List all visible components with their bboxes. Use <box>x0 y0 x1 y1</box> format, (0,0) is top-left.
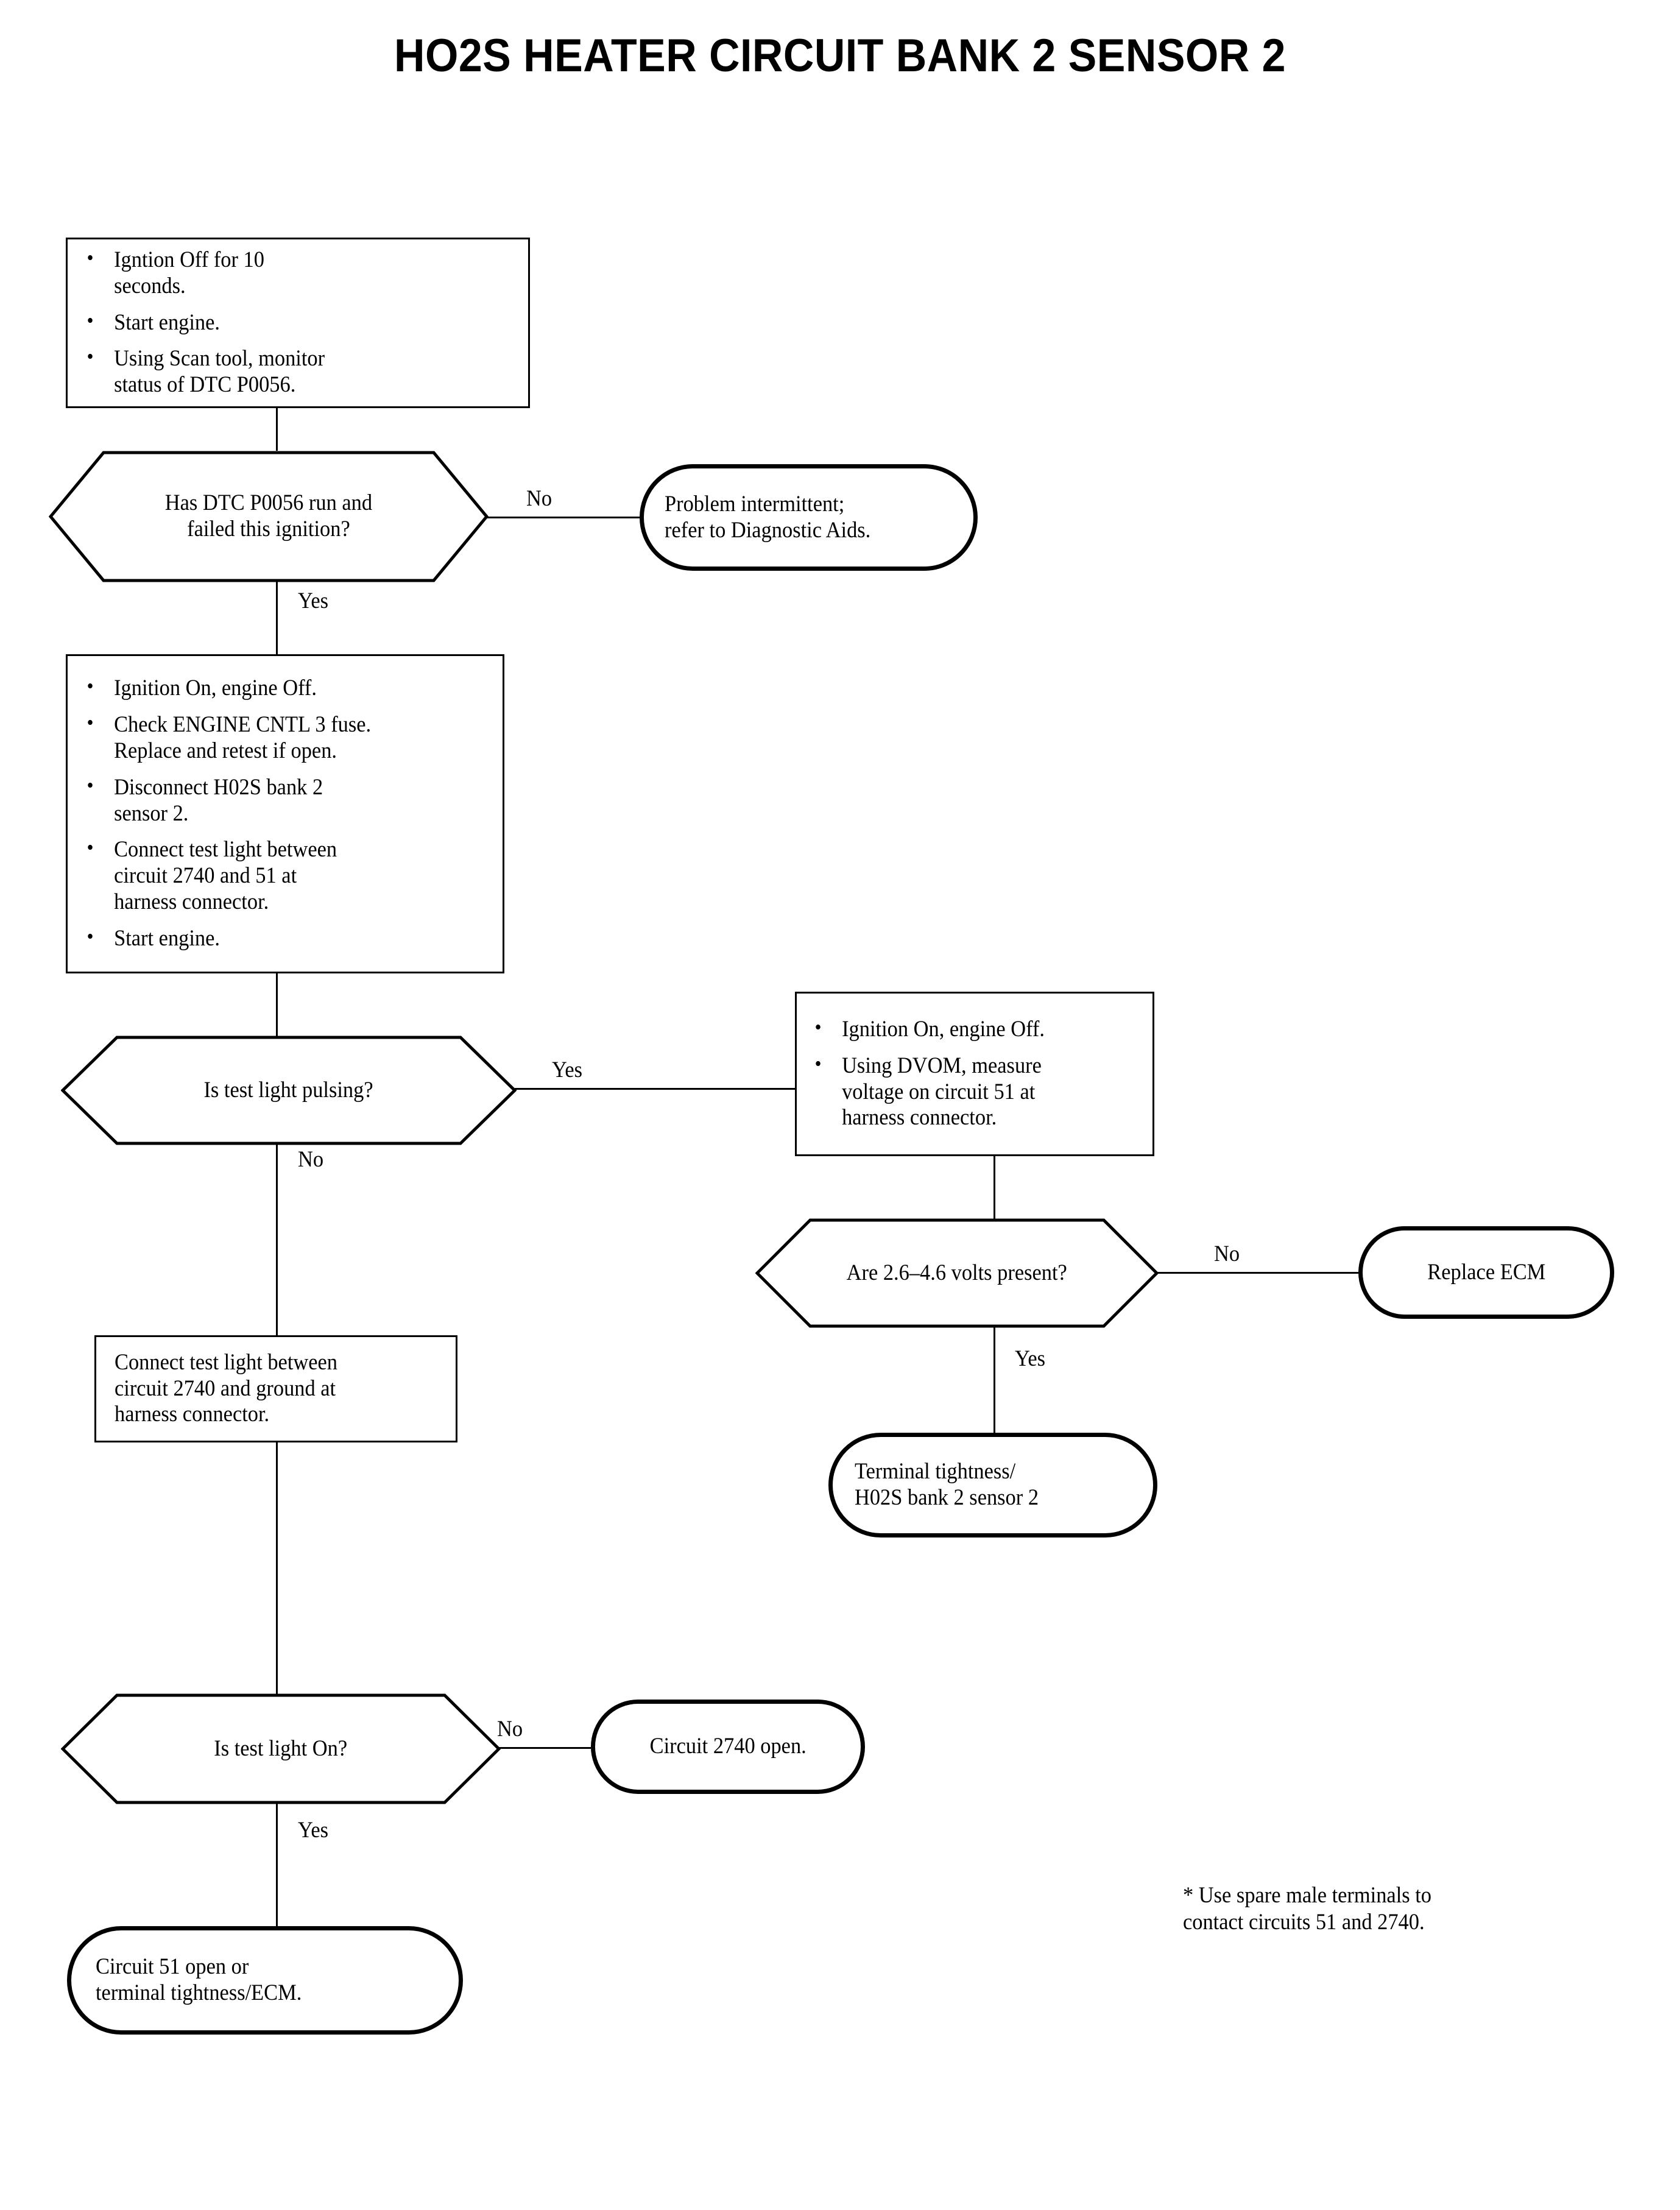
decision-dtc-run-failed: Has DTC P0056 run and failed this igniti… <box>49 451 489 582</box>
connector-decision3-to-terminal3 <box>994 1304 995 1433</box>
terminal-problem-intermittent: Problem intermittent; refer to Diagnosti… <box>640 464 978 571</box>
list-item: •Ignition On, engine Off. <box>814 1015 1045 1042</box>
branch-label-decision1-yes: Yes <box>298 588 329 613</box>
decision-test-light-pulsing: Is test light pulsing? <box>61 1036 517 1145</box>
connector-step2-to-decision2 <box>276 973 278 1060</box>
connector-decision1-to-step2 <box>276 547 278 654</box>
list-item: •Igntion Off for 10 seconds. <box>86 246 264 298</box>
page-title: HO2S HEATER CIRCUIT BANK 2 SENSOR 2 <box>394 30 1286 82</box>
process-step-2: •Ignition On, engine Off. •Check ENGINE … <box>66 654 504 973</box>
branch-label-decision4-yes: Yes <box>298 1818 329 1843</box>
branch-label-decision1-no: No <box>526 486 552 511</box>
bullet-icon: • <box>86 246 94 269</box>
list-item: •Using Scan tool, monitor status of DTC … <box>86 345 325 398</box>
decision-text-wrap: Is test light On? <box>214 1735 348 1761</box>
decision-voltage-present: Are 2.6–4.6 volts present? <box>755 1218 1159 1328</box>
bullet-list: •Ignition On, engine Off. •Using DVOM, m… <box>810 1015 1139 1132</box>
list-item: •Start engine. <box>86 309 221 335</box>
list-item: •Using DVOM, measure voltage on circuit … <box>814 1052 1042 1131</box>
bullet-icon: • <box>86 774 94 797</box>
hexagon-shape <box>61 1693 501 1804</box>
bullet-icon: • <box>86 836 94 860</box>
bullet-icon: • <box>86 925 94 948</box>
footnote-spare-terminals: * Use spare male terminals to contact ci… <box>1183 1883 1432 1935</box>
branch-label-decision3-no: No <box>1214 1241 1240 1266</box>
connector-decision1-no <box>487 517 640 518</box>
connector-step3-to-decision3 <box>994 1156 995 1243</box>
hexagon-shape <box>61 1036 517 1145</box>
bullet-list: •Igntion Off for 10 seconds. •Start engi… <box>82 247 514 399</box>
hexagon-shape <box>755 1218 1159 1328</box>
connector-decision4-no <box>487 1747 591 1749</box>
decision-text-wrap: Has DTC P0056 run and failed this igniti… <box>164 490 373 542</box>
bullet-list: •Ignition On, engine Off. •Check ENGINE … <box>82 674 488 952</box>
connector-step1-to-decision1 <box>276 408 278 451</box>
decision-test-light-on: Is test light On? <box>61 1693 501 1804</box>
branch-label-decision2-yes: Yes <box>552 1057 583 1082</box>
branch-label-decision2-no: No <box>298 1147 324 1172</box>
decision-text-wrap: Are 2.6–4.6 volts present? <box>846 1260 1068 1285</box>
process-step-3: •Ignition On, engine Off. •Using DVOM, m… <box>795 992 1154 1156</box>
branch-label-decision4-no: No <box>497 1717 523 1742</box>
terminal-circuit-2740-open: Circuit 2740 open. <box>591 1700 865 1794</box>
list-item: •Check ENGINE CNTL 3 fuse. Replace and r… <box>86 711 372 763</box>
connector-decision2-to-step4 <box>276 1120 278 1335</box>
bullet-icon: • <box>86 345 94 369</box>
terminal-terminal-tightness-h02s: Terminal tightness/ H02S bank 2 sensor 2 <box>828 1433 1157 1537</box>
terminal-replace-ecm: Replace ECM <box>1358 1226 1614 1319</box>
bullet-icon: • <box>86 309 94 332</box>
bullet-icon: • <box>86 674 94 697</box>
connector-decision2-yes <box>515 1088 796 1090</box>
bullet-icon: • <box>814 1052 822 1075</box>
process-step-4: Connect test light between circuit 2740 … <box>94 1335 457 1442</box>
list-item: •Start engine. <box>86 925 221 951</box>
process-step-1: •Igntion Off for 10 seconds. •Start engi… <box>66 238 530 408</box>
branch-label-decision3-yes: Yes <box>1015 1346 1046 1371</box>
decision-text-wrap: Is test light pulsing? <box>203 1077 374 1103</box>
connector-decision4-to-terminal5 <box>276 1780 278 1926</box>
connector-decision3-no <box>1157 1272 1358 1274</box>
connector-step4-to-decision4 <box>276 1442 278 1703</box>
terminal-circuit-51-open: Circuit 51 open or terminal tightness/EC… <box>67 1926 463 2035</box>
list-item: •Disconnect H02S bank 2 sensor 2. <box>86 774 323 826</box>
bullet-icon: • <box>814 1015 822 1039</box>
list-item: •Ignition On, engine Off. <box>86 674 317 701</box>
hexagon-shape <box>49 451 489 582</box>
bullet-icon: • <box>86 711 94 734</box>
list-item: •Connect test light between circuit 2740… <box>86 836 337 915</box>
